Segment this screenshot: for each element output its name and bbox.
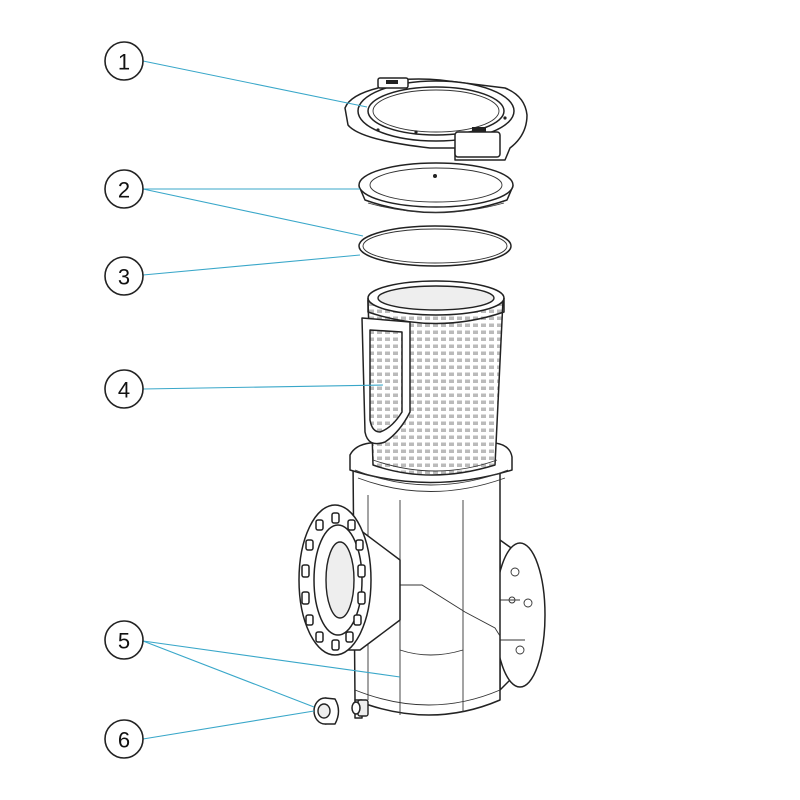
callout-label: 6 [118,728,130,753]
callout-label: 1 [118,50,130,75]
callout-6: 6 [104,719,144,759]
callout-2: 2 [104,169,144,209]
callout-4: 4 [104,369,144,409]
callout-1: 1 [104,41,144,81]
callout-label: 5 [118,629,130,654]
part-4-basket [361,280,505,476]
callout-3: 3 [104,256,144,296]
callout-label: 2 [118,178,130,203]
part-6-drain-plug [313,697,361,725]
left-flange [298,504,401,656]
callout-5: 5 [104,620,144,660]
part-3-oring [358,225,512,267]
part-2-lid [358,162,514,214]
callout-label: 4 [118,378,130,403]
part-5-housing [298,442,546,719]
right-flange [494,539,546,691]
part-1-locking-ring [344,77,528,161]
callout-label: 3 [118,265,130,290]
leader-lines [142,60,401,740]
